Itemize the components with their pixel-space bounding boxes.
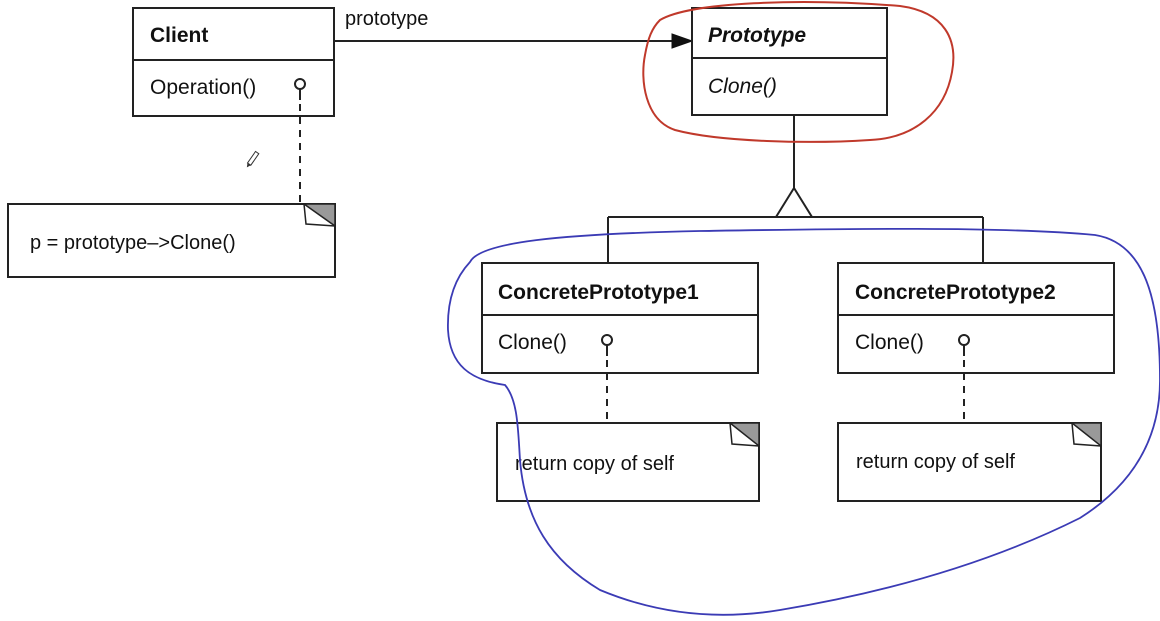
concrete2-note: return copy of self bbox=[837, 422, 1102, 502]
note-fold-icon bbox=[301, 203, 336, 228]
concrete-prototype-1-class: ConcretePrototype1 Clone() bbox=[481, 262, 759, 374]
note-fold-icon bbox=[1069, 422, 1102, 448]
concrete-prototype-1-name: ConcretePrototype1 bbox=[498, 281, 699, 304]
client-note-anchor-icon bbox=[294, 78, 306, 90]
concrete2-note-text: return copy of self bbox=[856, 451, 1015, 473]
note-fold-icon bbox=[727, 422, 760, 448]
concrete1-note: return copy of self bbox=[496, 422, 760, 502]
prototype-class: Prototype Clone() bbox=[691, 7, 888, 116]
concrete1-note-anchor-icon bbox=[601, 334, 613, 346]
concrete-prototype-2-class: ConcretePrototype2 Clone() bbox=[837, 262, 1115, 374]
inheritance-triangle-icon bbox=[774, 186, 814, 218]
client-note-box bbox=[7, 203, 336, 278]
prototype-class-name: Prototype bbox=[708, 24, 806, 47]
client-note-text: p = prototype–>Clone() bbox=[30, 232, 236, 254]
note-fold-edge bbox=[1071, 422, 1102, 447]
concrete-prototype-2-operation: Clone() bbox=[855, 331, 924, 354]
association-label: prototype bbox=[345, 8, 428, 30]
prototype-class-box bbox=[691, 7, 888, 116]
client-note: p = prototype–>Clone() bbox=[7, 203, 336, 278]
client-operation: Operation() bbox=[150, 76, 256, 99]
concrete1-note-text: return copy of self bbox=[515, 453, 674, 475]
pencil-cursor-icon bbox=[246, 150, 260, 168]
client-class-name: Client bbox=[150, 24, 208, 47]
association-arrowhead-icon bbox=[671, 33, 694, 49]
concrete2-note-anchor-icon bbox=[958, 334, 970, 346]
concrete2-note-box bbox=[837, 422, 1102, 502]
note-fold-edge bbox=[729, 422, 760, 447]
concrete-prototypes-highlight-annotation bbox=[447, 227, 1160, 616]
concrete-prototype-1-operation: Clone() bbox=[498, 331, 567, 354]
note-fold-edge bbox=[303, 203, 336, 227]
concrete1-note-box bbox=[496, 422, 760, 502]
client-class: Client Operation() bbox=[132, 7, 335, 117]
concrete-prototype-2-box bbox=[837, 262, 1115, 374]
prototype-operation: Clone() bbox=[708, 75, 777, 98]
concrete-prototype-2-name: ConcretePrototype2 bbox=[855, 281, 1056, 304]
concrete-prototype-1-box bbox=[481, 262, 759, 374]
prototype-highlight-annotation bbox=[642, 1, 955, 143]
